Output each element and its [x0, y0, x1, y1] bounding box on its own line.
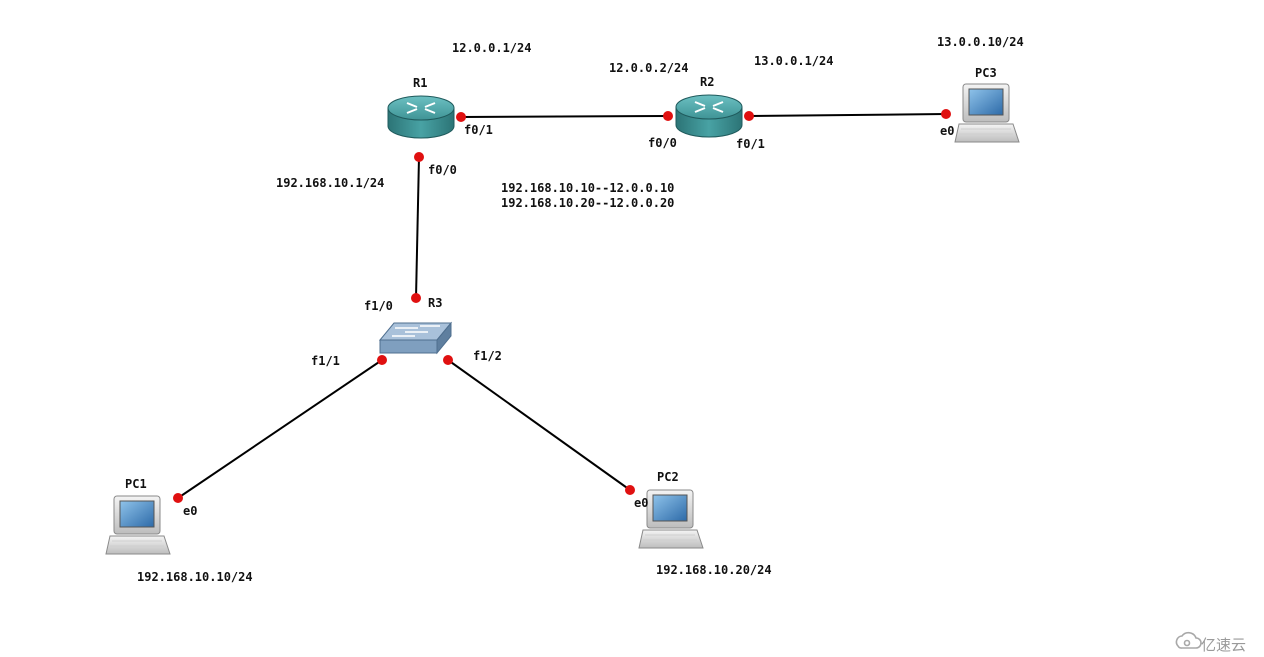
device-label-r1: R1: [413, 76, 428, 90]
link-r3-pc2[interactable]: [447, 359, 631, 491]
addr-label-r2-f00: 12.0.0.2/24: [609, 61, 689, 75]
port-dot-r3-f11[interactable]: [377, 355, 387, 365]
router-r2[interactable]: [675, 94, 743, 138]
iface-label-r1-f00: f0/0: [428, 163, 457, 177]
links: [177, 113, 947, 499]
link-r2-pc3[interactable]: [748, 113, 947, 117]
iface-label-pc2-e0: e0: [634, 496, 649, 510]
port-dot-pc1-e0[interactable]: [173, 493, 183, 503]
port-dot-pc3-e0[interactable]: [941, 109, 951, 119]
link-r1-r3[interactable]: [415, 156, 420, 299]
port-dot-r2-f00[interactable]: [663, 111, 673, 121]
iface-label-r3-f10: f1/0: [364, 299, 393, 313]
switch-arrows-icon: [392, 325, 440, 337]
link-r1-r2[interactable]: [460, 115, 669, 118]
addr-label-r2-f01: 13.0.0.1/24: [754, 54, 834, 68]
port-dot-r2-f01[interactable]: [744, 111, 754, 121]
port-markers: [173, 109, 951, 503]
pc3-computer[interactable]: [954, 83, 1020, 143]
link-r3-pc1[interactable]: [177, 359, 383, 499]
router-arrows-icon: [694, 101, 724, 113]
addr-label-r1-f00: 192.168.10.1/24: [276, 176, 385, 190]
port-dot-r1-f00[interactable]: [414, 152, 424, 162]
nat-mapping-line-2: 192.168.10.20--12.0.0.20: [501, 196, 675, 210]
nat-mapping-line-1: 192.168.10.10--12.0.0.10: [501, 181, 675, 195]
router-arrows-icon: [406, 102, 436, 114]
cloud-logo-icon: [1175, 631, 1202, 649]
device-label-pc1: PC1: [125, 477, 147, 491]
iface-label-pc3-e0: e0: [940, 124, 955, 138]
addr-label-r1-f01: 12.0.0.1/24: [452, 41, 532, 55]
iface-label-r2-f01: f0/1: [736, 137, 765, 151]
switch-r3[interactable]: [378, 321, 453, 355]
port-dot-r3-f12[interactable]: [443, 355, 453, 365]
port-dot-r1-f01[interactable]: [456, 112, 466, 122]
pc2-computer[interactable]: [638, 489, 704, 549]
device-label-r3: R3: [428, 296, 443, 310]
pc1-computer[interactable]: [105, 495, 171, 555]
device-label-pc3: PC3: [975, 66, 997, 80]
router-r1[interactable]: [387, 95, 455, 139]
addr-label-pc3: 13.0.0.10/24: [937, 35, 1024, 49]
iface-label-r3-f11: f1/1: [311, 354, 340, 368]
port-dot-pc2-e0[interactable]: [625, 485, 635, 495]
iface-label-r3-f12: f1/2: [473, 349, 502, 363]
device-label-r2: R2: [700, 75, 715, 89]
iface-label-pc1-e0: e0: [183, 504, 198, 518]
iface-label-r1-f01: f0/1: [464, 123, 493, 137]
port-dot-r3-f10[interactable]: [411, 293, 421, 303]
watermark-text: 亿速云: [1201, 636, 1247, 654]
addr-label-pc1: 192.168.10.10/24: [137, 570, 253, 584]
iface-label-r2-f00: f0/0: [648, 136, 677, 150]
device-label-pc2: PC2: [657, 470, 679, 484]
addr-label-pc2: 192.168.10.20/24: [656, 563, 772, 577]
